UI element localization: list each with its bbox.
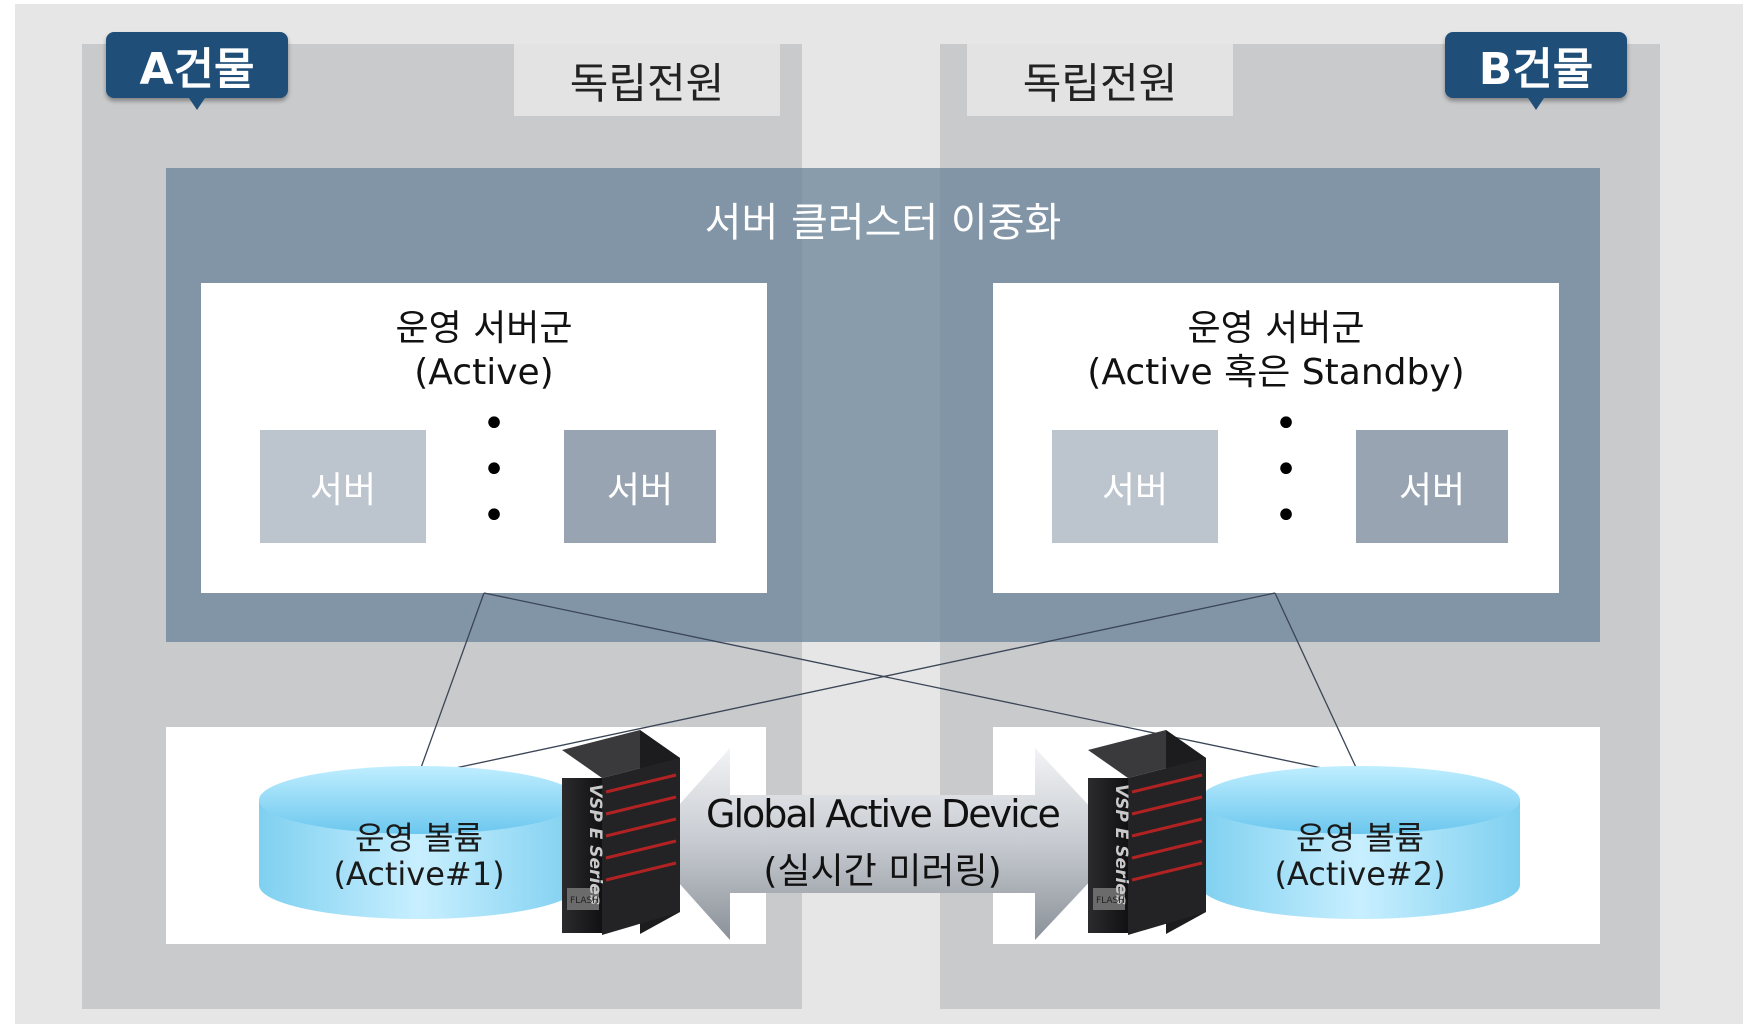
storage-flash-label: FLASH: [570, 896, 599, 906]
group-subtitle: (Active): [414, 352, 554, 393]
volume-title: 운영 볼륨: [1296, 819, 1424, 857]
server-box: 서버: [564, 430, 716, 543]
power-label-a: 독립전원: [514, 44, 780, 116]
cluster-title: 서버 클러스터 이중화: [704, 200, 1062, 246]
building-b-badge: B건물: [1445, 32, 1627, 98]
volume-cylinder-left: [259, 766, 579, 919]
storage-series-label: VSP E Series: [585, 784, 605, 905]
volume-subtitle: (Active#1): [333, 855, 505, 893]
group-title: 운영 서버군: [1187, 308, 1365, 349]
gad-label: Global Active Device: [706, 792, 1061, 836]
building-a-badge: A건물: [106, 32, 288, 98]
volume-title: 운영 볼륨: [355, 819, 483, 857]
power-label-b: 독립전원: [967, 44, 1233, 116]
storage-flash-label: FLASH: [1096, 896, 1125, 906]
gad-sublabel: (실시간 미러링): [763, 851, 1002, 892]
storage-array-icon: [562, 730, 680, 935]
volume-cylinder-right: [1200, 766, 1520, 919]
group-title: 운영 서버군: [395, 308, 573, 349]
server-group-left: 운영 서버군 (Active) 서버 • • • 서버: [201, 283, 767, 593]
storage-series-label: VSP E Series: [1111, 784, 1131, 905]
group-subtitle: (Active 혹은 Standby): [1087, 352, 1465, 393]
badge-pointer-icon: [1528, 98, 1544, 110]
server-box: 서버: [1052, 430, 1218, 543]
double-arrow-icon: [644, 748, 1125, 940]
ellipsis: • • •: [1274, 401, 1312, 539]
volume-subtitle: (Active#2): [1274, 855, 1446, 893]
server-box: 서버: [260, 430, 426, 543]
server-box: 서버: [1356, 430, 1508, 543]
storage-array-icon: [1088, 730, 1206, 935]
connection-lines: [417, 592, 1361, 777]
ellipsis: • • •: [482, 401, 520, 539]
badge-pointer-icon: [189, 98, 205, 110]
server-group-right: 운영 서버군 (Active 혹은 Standby) 서버 • • • 서버: [993, 283, 1559, 593]
